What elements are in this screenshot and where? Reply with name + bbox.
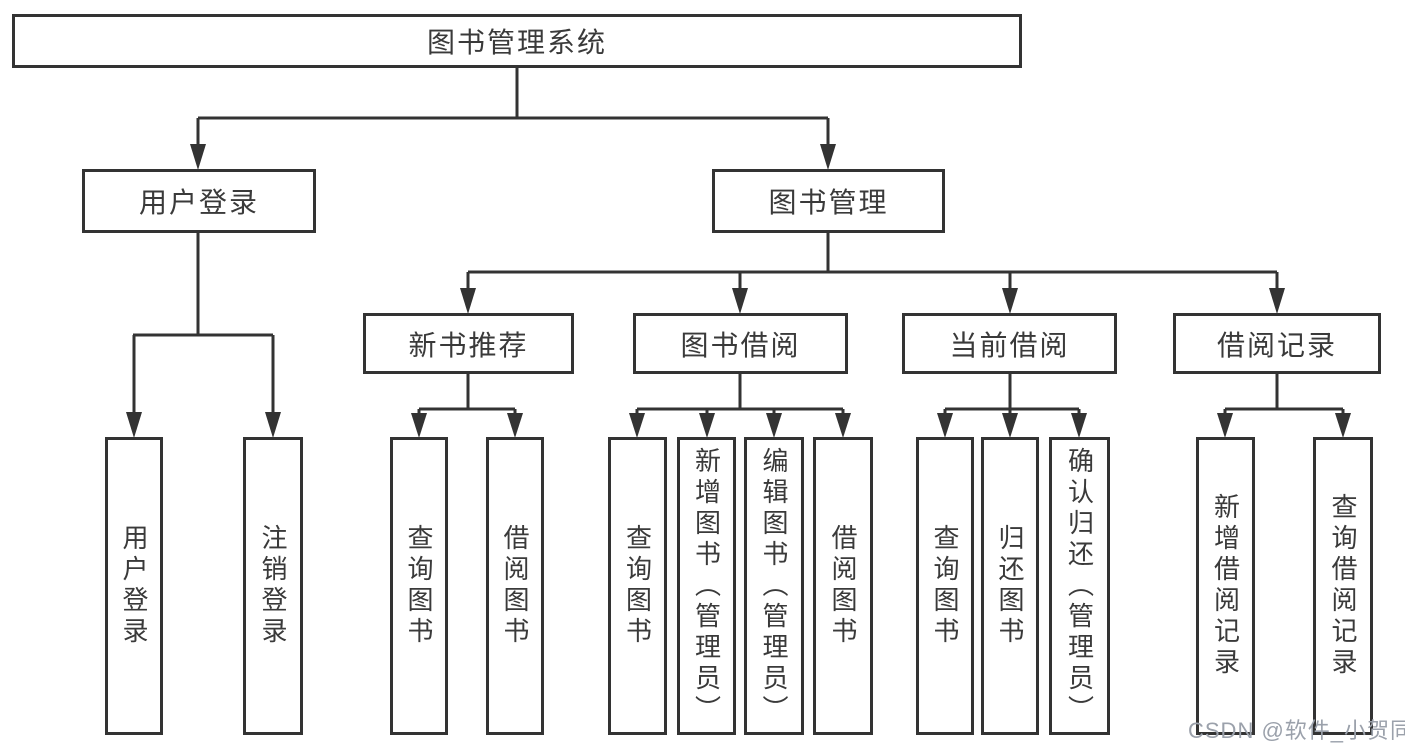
node-borrowing-records: 借阅记录 <box>1173 313 1381 374</box>
node-label: 新增图书（管理员） <box>691 446 722 726</box>
node-label: 用户登录 <box>119 524 149 648</box>
node-new-book-recommend: 新书推荐 <box>363 313 574 374</box>
node-label: 图书管理系统 <box>426 27 607 58</box>
node-book-borrowing: 图书借阅 <box>633 313 848 374</box>
node-label: 用户登录 <box>138 187 259 218</box>
csdn-watermark: CSDN @软件_小贺同学 <box>1188 718 1405 743</box>
node-label: 注销登录 <box>258 524 288 648</box>
leaf-borrow-books-borrowing: 借阅图书 <box>813 437 873 735</box>
leaf-query-books-recommend: 查询图书 <box>390 437 448 735</box>
leaf-query-books-current: 查询图书 <box>916 437 974 735</box>
node-root-system: 图书管理系统 <box>12 14 1022 68</box>
leaf-return-books: 归还图书 <box>981 437 1039 735</box>
leaf-add-borrow-record: 新增借阅记录 <box>1196 437 1255 735</box>
node-label: 图书借阅 <box>680 329 801 361</box>
node-label: 借阅记录 <box>1216 329 1337 361</box>
node-current-borrowing: 当前借阅 <box>902 313 1117 374</box>
node-label: 图书管理 <box>768 187 889 218</box>
node-label: 归还图书 <box>995 524 1025 648</box>
leaf-query-books-borrowing: 查询图书 <box>608 437 667 735</box>
leaf-query-borrow-record: 查询借阅记录 <box>1313 437 1373 735</box>
leaf-logout: 注销登录 <box>243 437 303 735</box>
node-label: 借阅图书 <box>828 524 858 648</box>
node-label: 编辑图书（管理员） <box>759 446 789 726</box>
leaf-confirm-return-admin: 确认归还（管理员） <box>1049 437 1110 735</box>
node-label: 确认归还（管理员） <box>1064 446 1095 726</box>
node-user-login: 用户登录 <box>82 169 316 233</box>
leaf-borrow-books-recommend: 借阅图书 <box>486 437 544 735</box>
node-label: 新书推荐 <box>408 329 529 361</box>
node-book-management: 图书管理 <box>712 169 945 233</box>
node-label: 新增借阅记录 <box>1210 493 1241 679</box>
leaf-user-login: 用户登录 <box>105 437 163 735</box>
leaf-edit-books-admin: 编辑图书（管理员） <box>744 437 804 735</box>
node-label: 借阅图书 <box>500 524 530 648</box>
node-label: 查询图书 <box>930 524 960 648</box>
node-label: 当前借阅 <box>949 329 1070 361</box>
node-label: 查询图书 <box>404 524 434 648</box>
node-label: 查询图书 <box>622 524 653 648</box>
node-label: 查询借阅记录 <box>1328 493 1358 679</box>
arrow-down-icon <box>126 144 1351 438</box>
leaf-add-books-admin: 新增图书（管理员） <box>677 437 736 735</box>
